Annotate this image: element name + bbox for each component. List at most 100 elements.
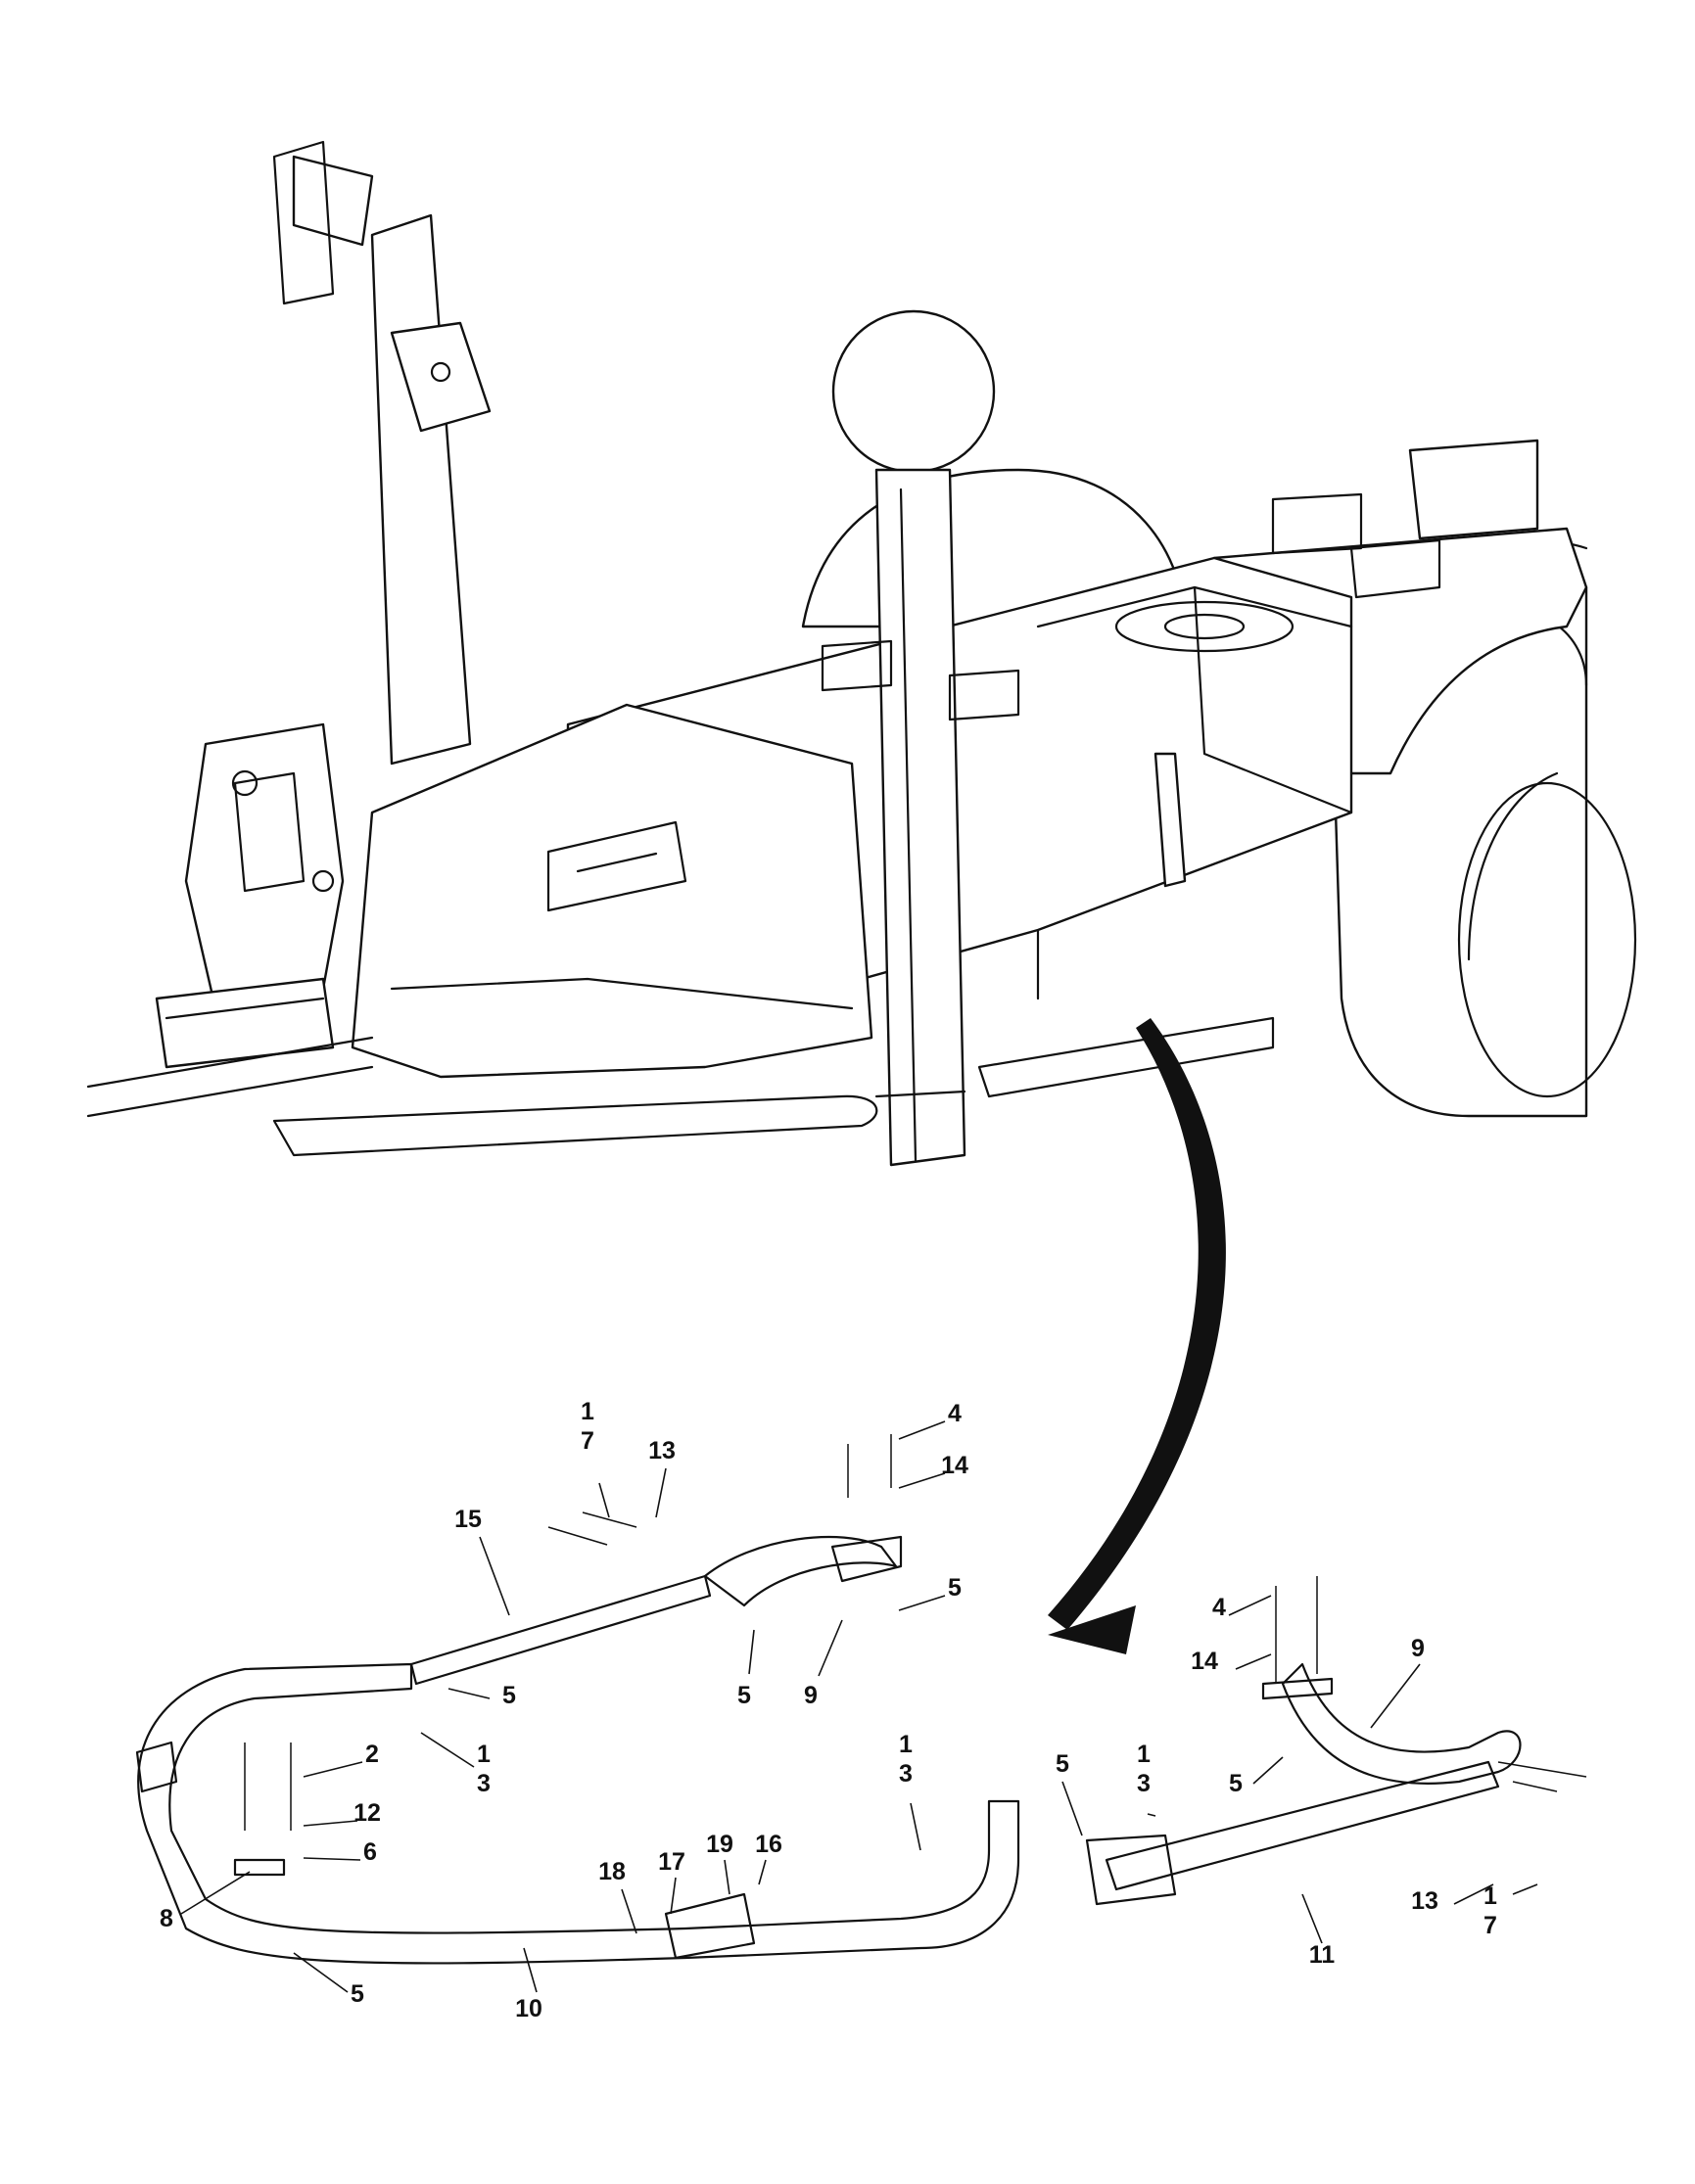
callout-11: 11 [1301,1893,1336,1969]
callout-leader-line [670,1877,677,1915]
mast-ball [831,309,996,474]
callout-number: 3 [1137,1770,1151,1797]
callout-leader-line [758,1859,767,1885]
callout-number: 4 [948,1400,962,1427]
callout-leader-line [724,1859,730,1895]
callout-leader-line [1061,1781,1083,1836]
callout-14-right: 14 [1191,1648,1272,1675]
callout-14-top: 14 [898,1452,968,1489]
callout-number: 14 [1191,1648,1218,1675]
callout-13-right: 13 [1411,1883,1494,1915]
tube-frame-10 [137,1662,1020,1965]
callout-number: 3 [899,1760,913,1788]
callout-leader-line [818,1619,843,1677]
callout-leader-line [1301,1893,1323,1944]
callout-number: 7 [1483,1912,1497,1939]
callout-18: 18 [598,1858,637,1934]
callout-leader-line [621,1888,637,1934]
callout-number: 7 [581,1427,594,1455]
callout-number: 18 [598,1858,626,1885]
callout-19: 19 [706,1831,733,1895]
callout-leader-line [303,1761,363,1778]
callout-8: 8 [160,1871,251,1932]
callout-1-7-top: 17 [581,1398,610,1518]
callout-number: 9 [1411,1635,1425,1662]
callout-1-7-right: 17 [1483,1882,1538,1939]
callout-leader-line [898,1595,946,1611]
yoke-upper [703,1535,898,1607]
callout-5-bottom-left: 5 [293,1952,364,2008]
callout-9-top: 9 [804,1619,843,1709]
callout-number: 5 [737,1682,751,1709]
callout-number: 1 [1137,1741,1151,1768]
callout-number: 17 [658,1848,685,1876]
right-side-lever [1154,752,1187,888]
callout-leader-line [1453,1883,1494,1905]
callout-number: 5 [351,1980,364,2008]
callout-number: 1 [581,1398,594,1425]
callout-number: 1 [1483,1882,1497,1910]
callout-number: 13 [1411,1887,1438,1915]
callout-leader-line [293,1952,349,1993]
callout-leader-line [898,1420,946,1440]
callout-5-center: 5 [1056,1750,1083,1836]
callout-leader-line [420,1732,475,1768]
callout-leader-line [1370,1663,1421,1729]
callout-10: 10 [515,1947,542,2022]
callout-12: 12 [303,1799,381,1827]
callout-6: 6 [303,1838,377,1866]
callout-number: 2 [365,1741,379,1768]
front-hitch-frame [155,722,345,1069]
callout-number: 14 [941,1452,968,1479]
callout-15: 15 [454,1506,510,1616]
machine-illustration [86,140,1637,1167]
callout-17: 17 [658,1848,685,1915]
callout-number: 12 [353,1799,381,1827]
callout-number: 5 [948,1574,962,1602]
yoke-right [1281,1662,1522,1785]
callout-number: 4 [1212,1594,1226,1621]
callout-number: 3 [477,1770,491,1797]
callout-leader-line [303,1820,358,1827]
callout-number: 6 [363,1838,377,1866]
callout-leader-line [1147,1813,1156,1817]
callout-leader-line [910,1802,921,1851]
steering-mast [272,140,492,766]
callout-number: 5 [502,1682,516,1709]
callout-number: 11 [1309,1941,1336,1969]
callout-16: 16 [755,1831,782,1885]
callout-4-top: 4 [898,1400,962,1440]
callout-leader-line [1235,1653,1272,1670]
callout-13-top: 13 [648,1437,676,1518]
rod-15 [409,1574,712,1686]
front-tow-bar [86,1016,1275,1157]
tube-11 [1105,1760,1500,1891]
callout-number: 9 [804,1682,818,1709]
callout-leader-line [523,1947,538,1993]
callout-leader-line [447,1688,491,1699]
callout-number: 5 [1056,1750,1069,1778]
callout-5-top-right: 5 [898,1574,962,1611]
callout-2: 2 [303,1741,379,1778]
callout-leader-line [1252,1756,1284,1785]
callout-number: 5 [1229,1770,1243,1797]
callout-leader-line [748,1629,755,1675]
callout-9-right: 9 [1370,1635,1425,1729]
callout-leader-line [303,1857,361,1861]
callout-1-3-left: 13 [420,1732,491,1797]
exploded-parts [135,1434,1587,1965]
callout-leader-line [655,1467,667,1518]
callout-number: 13 [648,1437,676,1464]
callout-leader-line [1228,1595,1272,1616]
detail-arrow [1048,1018,1226,1654]
callout-number: 15 [454,1506,482,1533]
engine-hood [351,703,873,1079]
callout-5-top-center: 5 [737,1629,755,1709]
callout-number: 10 [515,1995,542,2022]
callout-number: 16 [755,1831,782,1858]
callout-leader-line [479,1536,510,1616]
callout-1-3-center: 13 [899,1731,921,1851]
